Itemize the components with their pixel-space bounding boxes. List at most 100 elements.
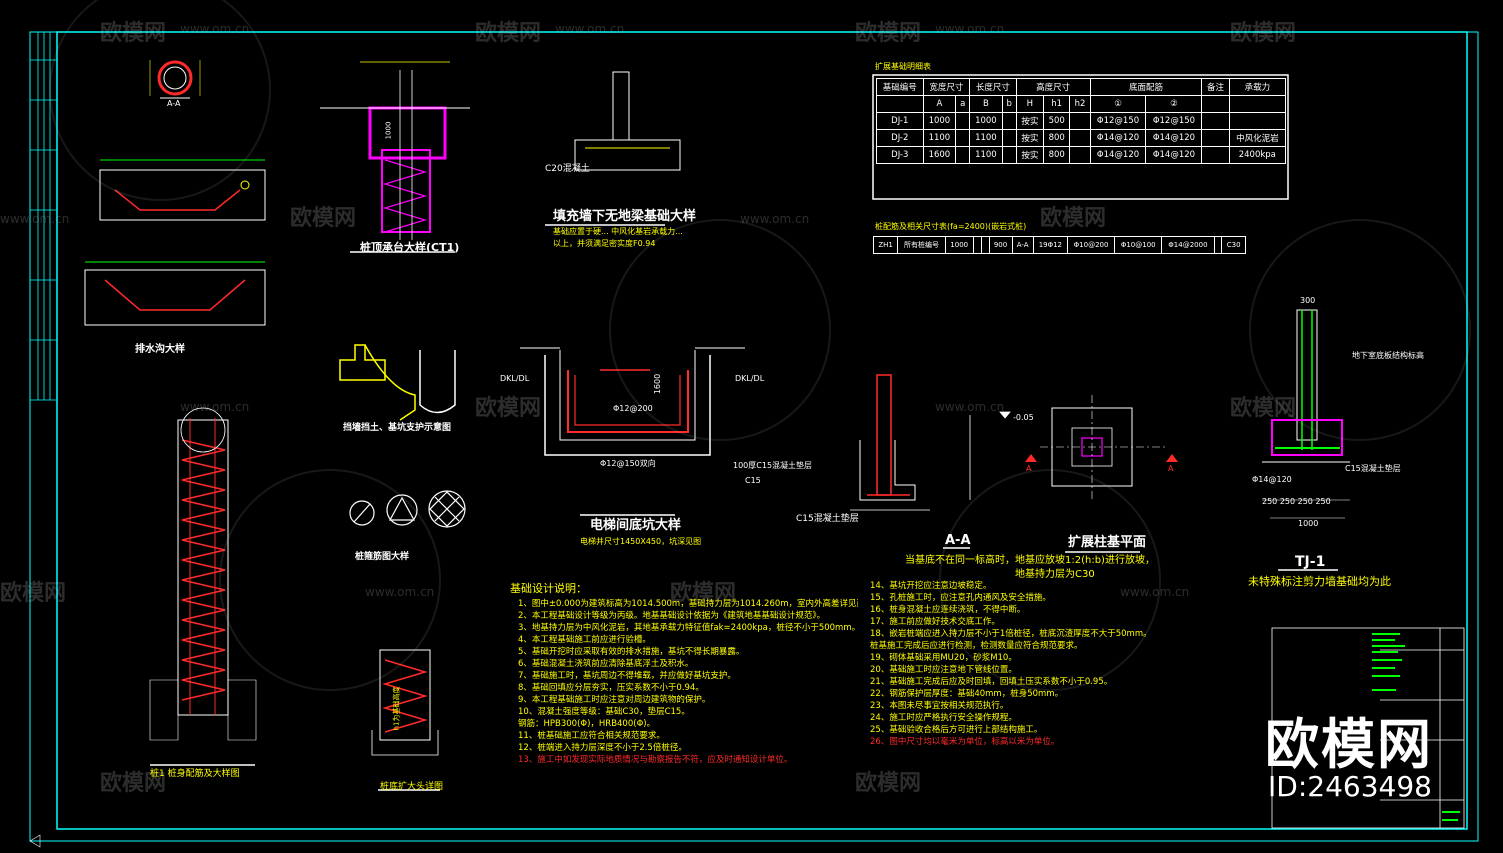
note-line: 17、施工前应做好技术交底工作。 — [870, 617, 1000, 627]
schedule-cell: 500 — [1042, 112, 1071, 130]
schedule-cell: ZH1 — [872, 236, 899, 254]
watermark-url: www.om.cn — [0, 212, 70, 226]
elevation-marker[interactable] — [969, 411, 1011, 500]
schedule-cell: Φ14@120 — [1145, 129, 1203, 147]
watermark-text: 欧模网 — [0, 581, 67, 606]
schedule-cell: 所有桩编号 — [897, 236, 946, 254]
section-mark: A — [1168, 464, 1174, 473]
long-pile-detail[interactable] — [149, 407, 257, 766]
label-tj-top: 地下室底板结构标高 — [1352, 351, 1424, 360]
schedule-cell: h1 — [1042, 95, 1071, 113]
label-hj: h1为基础高度 — [392, 686, 401, 731]
label-dkl: DKL/DL — [735, 374, 765, 383]
watermark-text: 欧模网 — [100, 21, 167, 46]
label-rebar: Φ12@150双向 — [600, 459, 656, 468]
schedule-cell: 长度尺寸 — [969, 78, 1017, 96]
note-line: 23、本图未尽事宜按相关规范执行。 — [870, 701, 1009, 711]
note-line: 18、嵌岩桩端应进入持力层不小于1倍桩径，桩底沉渣厚度不大于50mm。 — [870, 629, 1152, 639]
schedule-cell — [1213, 236, 1223, 254]
pile-cap-detail[interactable] — [320, 61, 470, 253]
schedule-cell: A-A — [1011, 236, 1034, 254]
inner-frame — [56, 31, 1468, 830]
schedule-cell: 承载力 — [1228, 78, 1287, 96]
note-line: 10、混凝土强度等级：基础C30，垫层C15。 — [518, 707, 690, 717]
watermark-circles — [49, 0, 1471, 691]
table-row: DJ-2 1100 1100 按实 800 Φ14@120 Φ14@120 中风… — [876, 129, 1287, 147]
tj-title: TJ-1 — [1295, 554, 1326, 570]
watermark-text: 欧模网 — [290, 206, 357, 231]
label-c15: C15 — [745, 476, 761, 485]
watermark-url: www.om.cn — [935, 400, 1005, 414]
drain-title: 排水沟大样 — [135, 344, 185, 355]
schedule-cell: 900 — [988, 236, 1013, 254]
brand-id: ID:2463498 — [1268, 770, 1432, 803]
table-row: DJ-3 1600 1100 按实 800 Φ14@120 Φ14@120 24… — [876, 146, 1287, 164]
note-line: 21、基础施工完成后应及时回填，回填土压实系数不小于0.95。 — [870, 677, 1113, 687]
schedule-cell — [1069, 146, 1091, 164]
foundation-plan[interactable] — [1025, 395, 1178, 553]
schedule-cell — [1001, 112, 1017, 130]
brand-logo: 欧模网 — [1265, 713, 1433, 776]
label-elevation: -0.05 — [1013, 413, 1034, 422]
note-line: 3、地基持力层为中风化泥岩，其地基承载力特征值fak=2400kpa，桩径不小于… — [518, 623, 858, 633]
note-line: 20、基础施工时应注意地下管线位置。 — [870, 665, 1017, 675]
schedule-cell: Φ12@150 — [1145, 112, 1203, 130]
note-line: 13、施工中如发现实际地质情况与勘察报告不符，应及时通知设计单位。 — [518, 755, 793, 765]
schedule-cell: DJ-1 — [876, 112, 924, 130]
schedule-cell: ② — [1145, 95, 1203, 113]
watermark-url: www.om.cn — [180, 400, 250, 414]
schedule-cell — [1201, 129, 1230, 147]
table-row: DJ-1 1000 1000 按实 500 Φ12@150 Φ12@150 — [876, 112, 1287, 130]
schedule-cell: 1600 — [922, 146, 957, 164]
title-block[interactable] — [1271, 627, 1465, 829]
label-tj-rebar: Φ14@120 — [1252, 475, 1292, 484]
label-depth: 1600 — [653, 373, 663, 395]
foundation-schedule-table: 基础编号 宽度尺寸 长度尺寸 高度尺寸 底面配筋 备注 承载力 A a B b … — [876, 78, 1287, 164]
note-line: 24、施工时应严格执行安全操作规程。 — [870, 713, 1017, 723]
table-row: ZH1 所有桩编号 1000 900 A-A 19Φ12 Φ10@200 Φ10… — [872, 236, 1246, 254]
schedule-cell: 1000 — [969, 112, 1003, 130]
label-c15-top: 100厚C15混凝土垫层 — [733, 461, 813, 470]
schedule-cell: 高度尺寸 — [1015, 78, 1091, 96]
note-line: 6、基础混凝土浇筑前应清除基底浮土及积水。 — [518, 659, 694, 669]
notes-left: 1、图中±0.000为建筑标高为1014.500m，基础持力层为1014.260… — [518, 598, 858, 766]
elevator-subtitle: 电梯井尺寸1450X450，坑深见图 — [580, 537, 702, 546]
note-line: 15、孔桩施工时，应注意孔内通风及安全措施。 — [870, 593, 1051, 603]
label-dkl: DKL/DL — [500, 374, 530, 383]
schedule-cell — [1001, 129, 1017, 147]
stirrup-shapes[interactable] — [349, 490, 466, 528]
schedule-head-row: A a B b H h1 h2 ① ② — [876, 95, 1287, 113]
drain-detail-2[interactable] — [84, 261, 266, 326]
schedule-cell: Φ10@100 — [1114, 236, 1163, 254]
pile-section-circle[interactable] — [149, 60, 201, 99]
wall-foundation-detail[interactable] — [545, 71, 681, 226]
elevator-pit-detail[interactable] — [520, 347, 745, 516]
label-rebar: Φ12@200 — [613, 404, 653, 413]
notes-right: 14、基坑开挖应注意边坡稳定。15、孔桩施工时，应注意孔内通风及安全措施。16、… — [870, 580, 1265, 748]
schedule-cell: B — [969, 95, 1003, 113]
schedule-cell: 基础编号 — [876, 78, 924, 96]
retaining-title: 挡墙挡土、基坑支护示意图 — [343, 423, 452, 433]
schedule-cell — [955, 129, 971, 147]
watermark-text: 欧模网 — [855, 771, 922, 796]
wall-foundation-note: 基础应置于硬... 中风化基岩承载力... — [553, 227, 683, 236]
pile-bottom-detail[interactable] — [371, 649, 440, 791]
note-line: 钢筋：HPB300(Φ)，HRB400(Φ)。 — [518, 719, 656, 729]
tj1-detail[interactable] — [1262, 309, 1350, 571]
note-line: 5、基础开挖时应采取有效的排水措施，基坑不得长期暴露。 — [518, 647, 745, 657]
watermark-text: 欧模网 — [475, 21, 542, 46]
note-line: 8、基础回填应分层夯实，压实系数不小于0.94。 — [518, 683, 704, 693]
note-line: 2、本工程基础设计等级为丙级。地基基础设计依据为《建筑地基基础设计规范》。 — [518, 611, 826, 621]
label-1000: 1000 — [384, 121, 393, 140]
schedule-cell: 中风化泥岩 — [1228, 129, 1287, 147]
note-line: 桩基施工完成后应进行检测，检测数量应符合规范要求。 — [870, 641, 1083, 651]
section-aa-detail[interactable] — [850, 374, 970, 549]
drain-detail-1[interactable] — [99, 159, 266, 221]
retaining-detail[interactable] — [339, 344, 456, 421]
note-line: 1、图中±0.000为建筑标高为1014.500m，基础持力层为1014.260… — [518, 599, 858, 609]
schedule-cell: H — [1015, 95, 1045, 113]
schedule-cell: 1100 — [969, 146, 1003, 164]
schedule-cell: DJ-3 — [876, 146, 924, 164]
note-line: 25、基础验收合格后方可进行上部结构施工。 — [870, 725, 1043, 735]
